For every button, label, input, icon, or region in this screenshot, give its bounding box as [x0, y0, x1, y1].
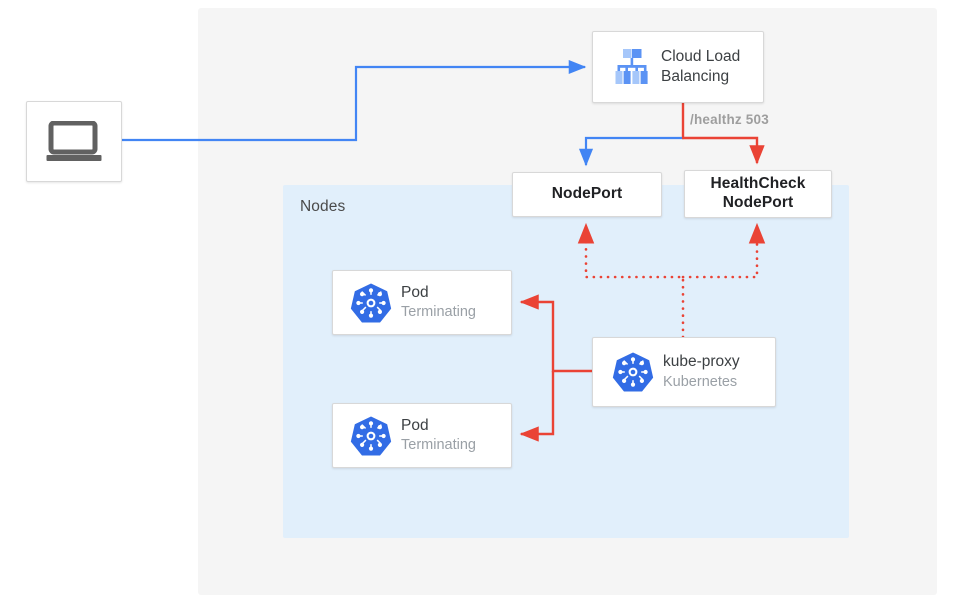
nodeport-label: NodePort [551, 185, 623, 203]
cloud-load-balancing-text: Cloud Load Balancing [661, 47, 740, 88]
kubernetes-icon [603, 351, 663, 393]
pod-box-1[interactable]: Pod Terminating [332, 270, 512, 335]
kubernetes-icon [341, 415, 401, 457]
kubernetes-icon [341, 282, 401, 324]
nodes-region-label: Nodes [300, 198, 346, 215]
pod-2-status: Terminating [401, 437, 476, 454]
cloud-load-balancing-title-line1: Cloud Load [661, 47, 741, 65]
kube-proxy-subtitle: Kubernetes [663, 373, 738, 390]
healthcheck-nodeport-label-line1: HealthCheck [710, 175, 806, 193]
pod-1-text: Pod Terminating [401, 283, 476, 323]
cloud-load-balancing-title-line2: Balancing [661, 68, 730, 85]
pod-box-2[interactable]: Pod Terminating [332, 403, 512, 468]
nodeport-box[interactable]: NodePort [512, 172, 662, 217]
cloud-load-balancing-icon [603, 48, 661, 86]
kube-proxy-title: kube-proxy [663, 353, 740, 371]
pod-1-status: Terminating [401, 304, 476, 321]
kube-proxy-box[interactable]: kube-proxy Kubernetes [592, 337, 776, 407]
healthcheck-nodeport-text: HealthCheck NodePort [711, 175, 806, 213]
healthz-annotation-label: /healthz 503 [690, 112, 769, 127]
healthcheck-nodeport-label-line2: NodePort [722, 194, 794, 211]
pod-2-title: Pod [401, 416, 429, 434]
kube-proxy-text: kube-proxy Kubernetes [663, 352, 740, 392]
laptop-icon [45, 120, 103, 163]
cloud-load-balancing-box[interactable]: Cloud Load Balancing [592, 31, 764, 103]
healthcheck-nodeport-box[interactable]: HealthCheck NodePort [684, 170, 832, 218]
client-box[interactable] [26, 101, 122, 182]
pod-2-text: Pod Terminating [401, 416, 476, 456]
pod-1-title: Pod [401, 283, 429, 301]
